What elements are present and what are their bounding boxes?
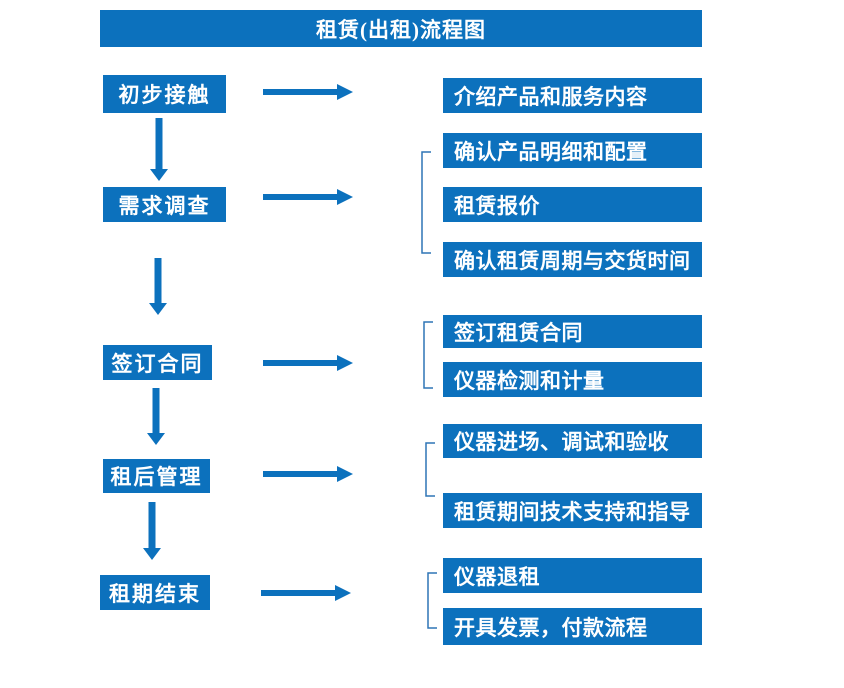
arrow-right-rental-end bbox=[261, 585, 351, 601]
step-box-initial-contact: 初步接触 bbox=[103, 75, 226, 113]
detail-box-invoice-payment: 开具发票，付款流程 bbox=[443, 608, 702, 645]
arrow-down-2 bbox=[149, 258, 167, 315]
detail-box-confirm-period-delivery: 确认租赁周期与交货时间 bbox=[443, 242, 702, 277]
flowchart-title: 租赁(出租)流程图 bbox=[100, 10, 702, 47]
arrow-right-post-rental bbox=[263, 466, 353, 482]
detail-box-instrument-testing: 仪器检测和计量 bbox=[443, 362, 702, 397]
arrow-down-3 bbox=[147, 388, 165, 445]
detail-box-instrument-return: 仪器退租 bbox=[443, 558, 702, 593]
step-box-demand-survey: 需求调查 bbox=[103, 187, 226, 222]
detail-box-instrument-setup-acceptance: 仪器进场、调试和验收 bbox=[443, 424, 702, 458]
detail-box-confirm-product-config: 确认产品明细和配置 bbox=[443, 133, 702, 168]
bracket-sign-contract-group bbox=[423, 321, 433, 389]
detail-box-sign-rental-contract: 签订租赁合同 bbox=[443, 315, 702, 348]
arrow-right-initial-contact bbox=[263, 84, 353, 100]
bracket-demand-survey-group bbox=[421, 151, 431, 254]
detail-box-tech-support: 租赁期间技术支持和指导 bbox=[443, 493, 702, 528]
arrow-down-1 bbox=[150, 118, 168, 181]
detail-box-rental-quote: 租赁报价 bbox=[443, 187, 702, 222]
bracket-post-rental-group bbox=[425, 442, 435, 497]
arrow-right-sign-contract bbox=[263, 355, 353, 371]
bracket-rental-end-group bbox=[427, 572, 437, 629]
step-box-rental-end: 租期结束 bbox=[100, 575, 210, 610]
step-box-post-rental-management: 租后管理 bbox=[103, 459, 210, 493]
detail-box-introduce-products: 介绍产品和服务内容 bbox=[443, 78, 702, 113]
arrow-right-demand-survey bbox=[263, 189, 353, 205]
step-box-sign-contract: 签订合同 bbox=[103, 345, 212, 380]
arrow-down-4 bbox=[143, 502, 161, 560]
